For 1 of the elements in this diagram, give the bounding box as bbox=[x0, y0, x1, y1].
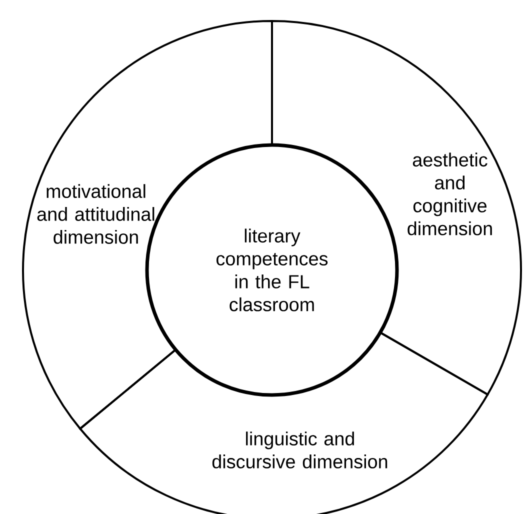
ring-segment: linguistic and discursive dimension bbox=[79, 331, 489, 514]
